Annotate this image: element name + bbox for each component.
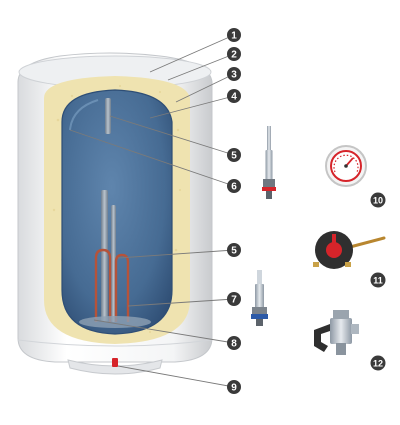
valve-outlet <box>336 343 346 355</box>
leader-2 <box>167 53 235 81</box>
anode-gasket <box>262 187 276 191</box>
callout-1-label: 1 <box>231 31 237 42</box>
callout-4-label: 4 <box>231 92 237 103</box>
leader-5b <box>117 249 235 259</box>
leader-1 <box>149 34 235 73</box>
tank-highlight <box>69 99 99 131</box>
leader-6 <box>69 129 235 187</box>
heating-element-icon <box>251 270 268 326</box>
leader-8 <box>93 319 235 344</box>
thermostat-icon <box>313 231 386 269</box>
probe-body <box>255 284 264 308</box>
probe-thread <box>256 319 263 326</box>
magnesium-anode-icon <box>262 126 276 199</box>
callout-12-label: 12 <box>373 359 383 369</box>
callout-10-label: 10 <box>373 196 383 206</box>
callout-2-label: 2 <box>231 50 237 61</box>
callout-3-label: 3 <box>231 70 237 81</box>
callout-1: 1 <box>227 28 241 42</box>
callout-7-label: 7 <box>231 295 237 306</box>
internal-anode-rod <box>105 98 111 134</box>
probe-seal <box>251 314 268 319</box>
callout-2: 2 <box>227 47 241 61</box>
leader-4 <box>149 95 235 119</box>
leader-5a <box>109 115 235 156</box>
probe-nut <box>252 307 267 314</box>
callout-12: 12 <box>370 355 386 371</box>
thermostat-knob-center <box>326 242 342 258</box>
callout-4: 4 <box>227 89 241 103</box>
anode-rod-thick <box>265 150 273 180</box>
flange-plate <box>79 316 151 328</box>
element-sheath-2 <box>111 205 116 322</box>
thermostat-terminal-b <box>345 262 351 267</box>
thermostat-probe <box>348 236 386 249</box>
callout-11-label: 11 <box>373 276 383 286</box>
valve-body <box>330 318 352 344</box>
callout-6-label: 6 <box>231 182 237 193</box>
callout-5b-label: 5 <box>231 246 237 257</box>
element-sheath <box>101 190 108 322</box>
valve-lever <box>314 324 330 352</box>
heating-coil <box>94 248 130 322</box>
callout-7: 7 <box>227 292 241 306</box>
callout-10: 10 <box>370 192 386 208</box>
gauge-pivot <box>344 164 348 168</box>
callout-5b: 5 <box>227 243 241 257</box>
valve-side-port <box>351 324 359 334</box>
callout-9: 9 <box>227 380 241 394</box>
valve-inlet <box>333 310 349 319</box>
anode-thread <box>266 191 272 199</box>
callout-5a-label: 5 <box>231 151 237 162</box>
water-heater-cutaway-icon <box>17 52 213 375</box>
leader-lines <box>69 34 235 388</box>
callout-8: 8 <box>227 336 241 350</box>
thermostat-terminal-a <box>313 262 319 267</box>
callout-11: 11 <box>370 272 386 288</box>
leader-3 <box>175 73 235 103</box>
callout-5a: 5 <box>227 148 241 162</box>
callout-6: 6 <box>227 179 241 193</box>
leader-9 <box>117 365 235 388</box>
probe-tip <box>257 270 262 285</box>
power-indicator-light <box>112 358 118 367</box>
leader-7 <box>127 298 235 307</box>
inner-tank <box>61 89 173 335</box>
callout-3: 3 <box>227 67 241 81</box>
safety-valve-icon <box>314 310 359 355</box>
thermostat-pointer <box>332 234 336 243</box>
callout-9-label: 9 <box>231 383 237 394</box>
callout-8-label: 8 <box>231 339 237 350</box>
thermometer-gauge-icon <box>325 145 367 187</box>
bottom-seam <box>17 339 213 347</box>
anode-nut <box>263 179 275 187</box>
